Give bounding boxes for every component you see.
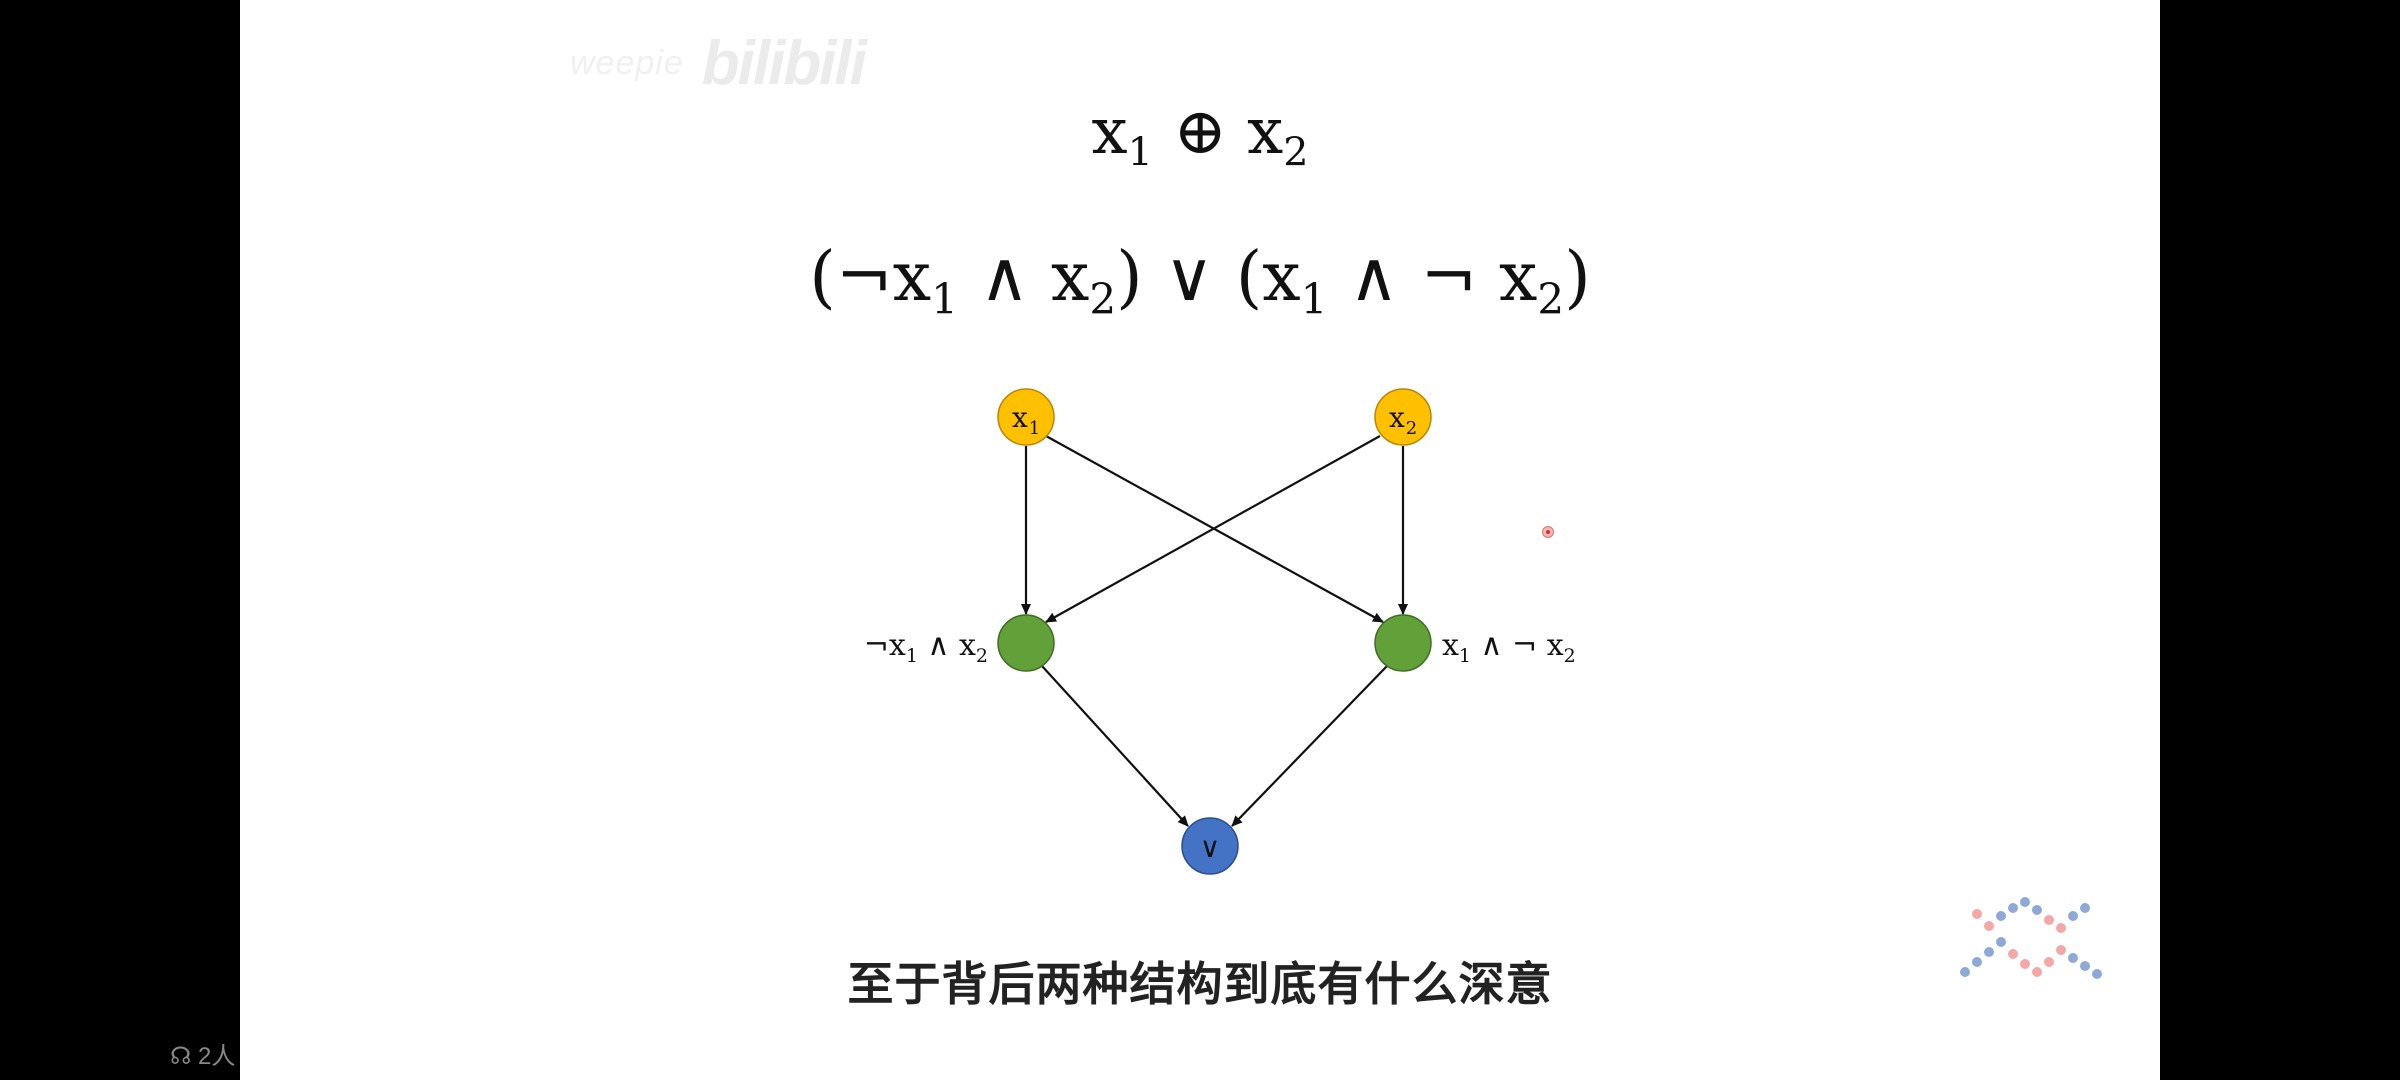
viewers-icon: ☊	[170, 1043, 192, 1070]
node-left-and	[997, 614, 1055, 672]
expansion-formula: (¬x1 ∧ x2) ∨ (x1 ∧ ¬ x2)	[240, 238, 2160, 323]
node-x2: x2	[1374, 388, 1432, 446]
edge-x2-left	[1045, 435, 1381, 623]
node-or-label: ∨	[1200, 831, 1221, 864]
formula-part: (¬x	[809, 238, 932, 317]
formula-var: x	[1091, 95, 1128, 169]
svg-text:x2: x2	[1389, 401, 1417, 439]
label-sub: 2	[976, 645, 988, 667]
bilibili-watermark: weepie bilibili	[570, 28, 867, 99]
formula-sub: 1	[931, 274, 958, 324]
node-x2-sub: 2	[1406, 418, 1417, 439]
video-slide[interactable]: weepie bilibili x1 ⊕ x2 (¬x1 ∧ x2) ∨ (x1…	[240, 0, 2160, 1080]
dna-decoration-icon	[1960, 897, 2102, 979]
pointer-dot-icon	[1542, 526, 1554, 538]
viewer-count-text: 2人	[198, 1043, 236, 1070]
video-subtitle: 至于背后两种结构到底有什么深意	[847, 957, 1553, 1011]
label-part: ∧ ¬ x	[1471, 628, 1564, 663]
formula-sub: 2	[1089, 274, 1117, 324]
formula-sub: 1	[1300, 274, 1328, 324]
viewer-count: ☊ 2人	[170, 1036, 235, 1071]
formula-sub: 1	[1127, 129, 1153, 176]
formula-part: ∧ x	[957, 238, 1090, 317]
formula-sub: 2	[1537, 274, 1565, 324]
edge-left-or	[1041, 665, 1189, 827]
node-x1-sub: 1	[1029, 418, 1040, 439]
label-part: ∧ x	[918, 628, 976, 663]
edge-right-or	[1231, 665, 1388, 827]
label-sub: 1	[1459, 645, 1471, 667]
node-x2-label: x	[1389, 401, 1405, 434]
svg-text:x1: x1	[1012, 401, 1040, 439]
watermark-user: weepie	[570, 44, 684, 82]
formula-part: ∧ ¬ x	[1327, 238, 1538, 317]
node-right-and	[1374, 614, 1432, 672]
label-sub: 1	[906, 645, 918, 667]
node-x1-label: x	[1012, 401, 1028, 434]
formula-part: )	[1564, 238, 1591, 317]
label-sub: 2	[1564, 645, 1576, 667]
label-part: ¬x	[864, 628, 906, 663]
label-part: x	[1442, 628, 1459, 663]
formula-var: x	[1247, 95, 1284, 169]
formula-part: ) ∨ (x	[1116, 238, 1301, 317]
node-or: ∨	[1181, 817, 1239, 875]
bilibili-logo: bilibili	[701, 29, 867, 98]
xor-operator: ⊕	[1173, 95, 1227, 169]
formula-sub: 2	[1283, 129, 1309, 176]
left-and-label: ¬x1 ∧ x2	[864, 628, 988, 667]
right-and-label: x1 ∧ ¬ x2	[1442, 628, 1576, 667]
xor-formula: x1 ⊕ x2	[240, 95, 2160, 176]
logic-network-diagram: x1 x2 ∨ ¬x1 ∧ x2 x1 ∧ ¬ x2	[864, 388, 2102, 979]
node-x1: x1	[997, 388, 1055, 446]
